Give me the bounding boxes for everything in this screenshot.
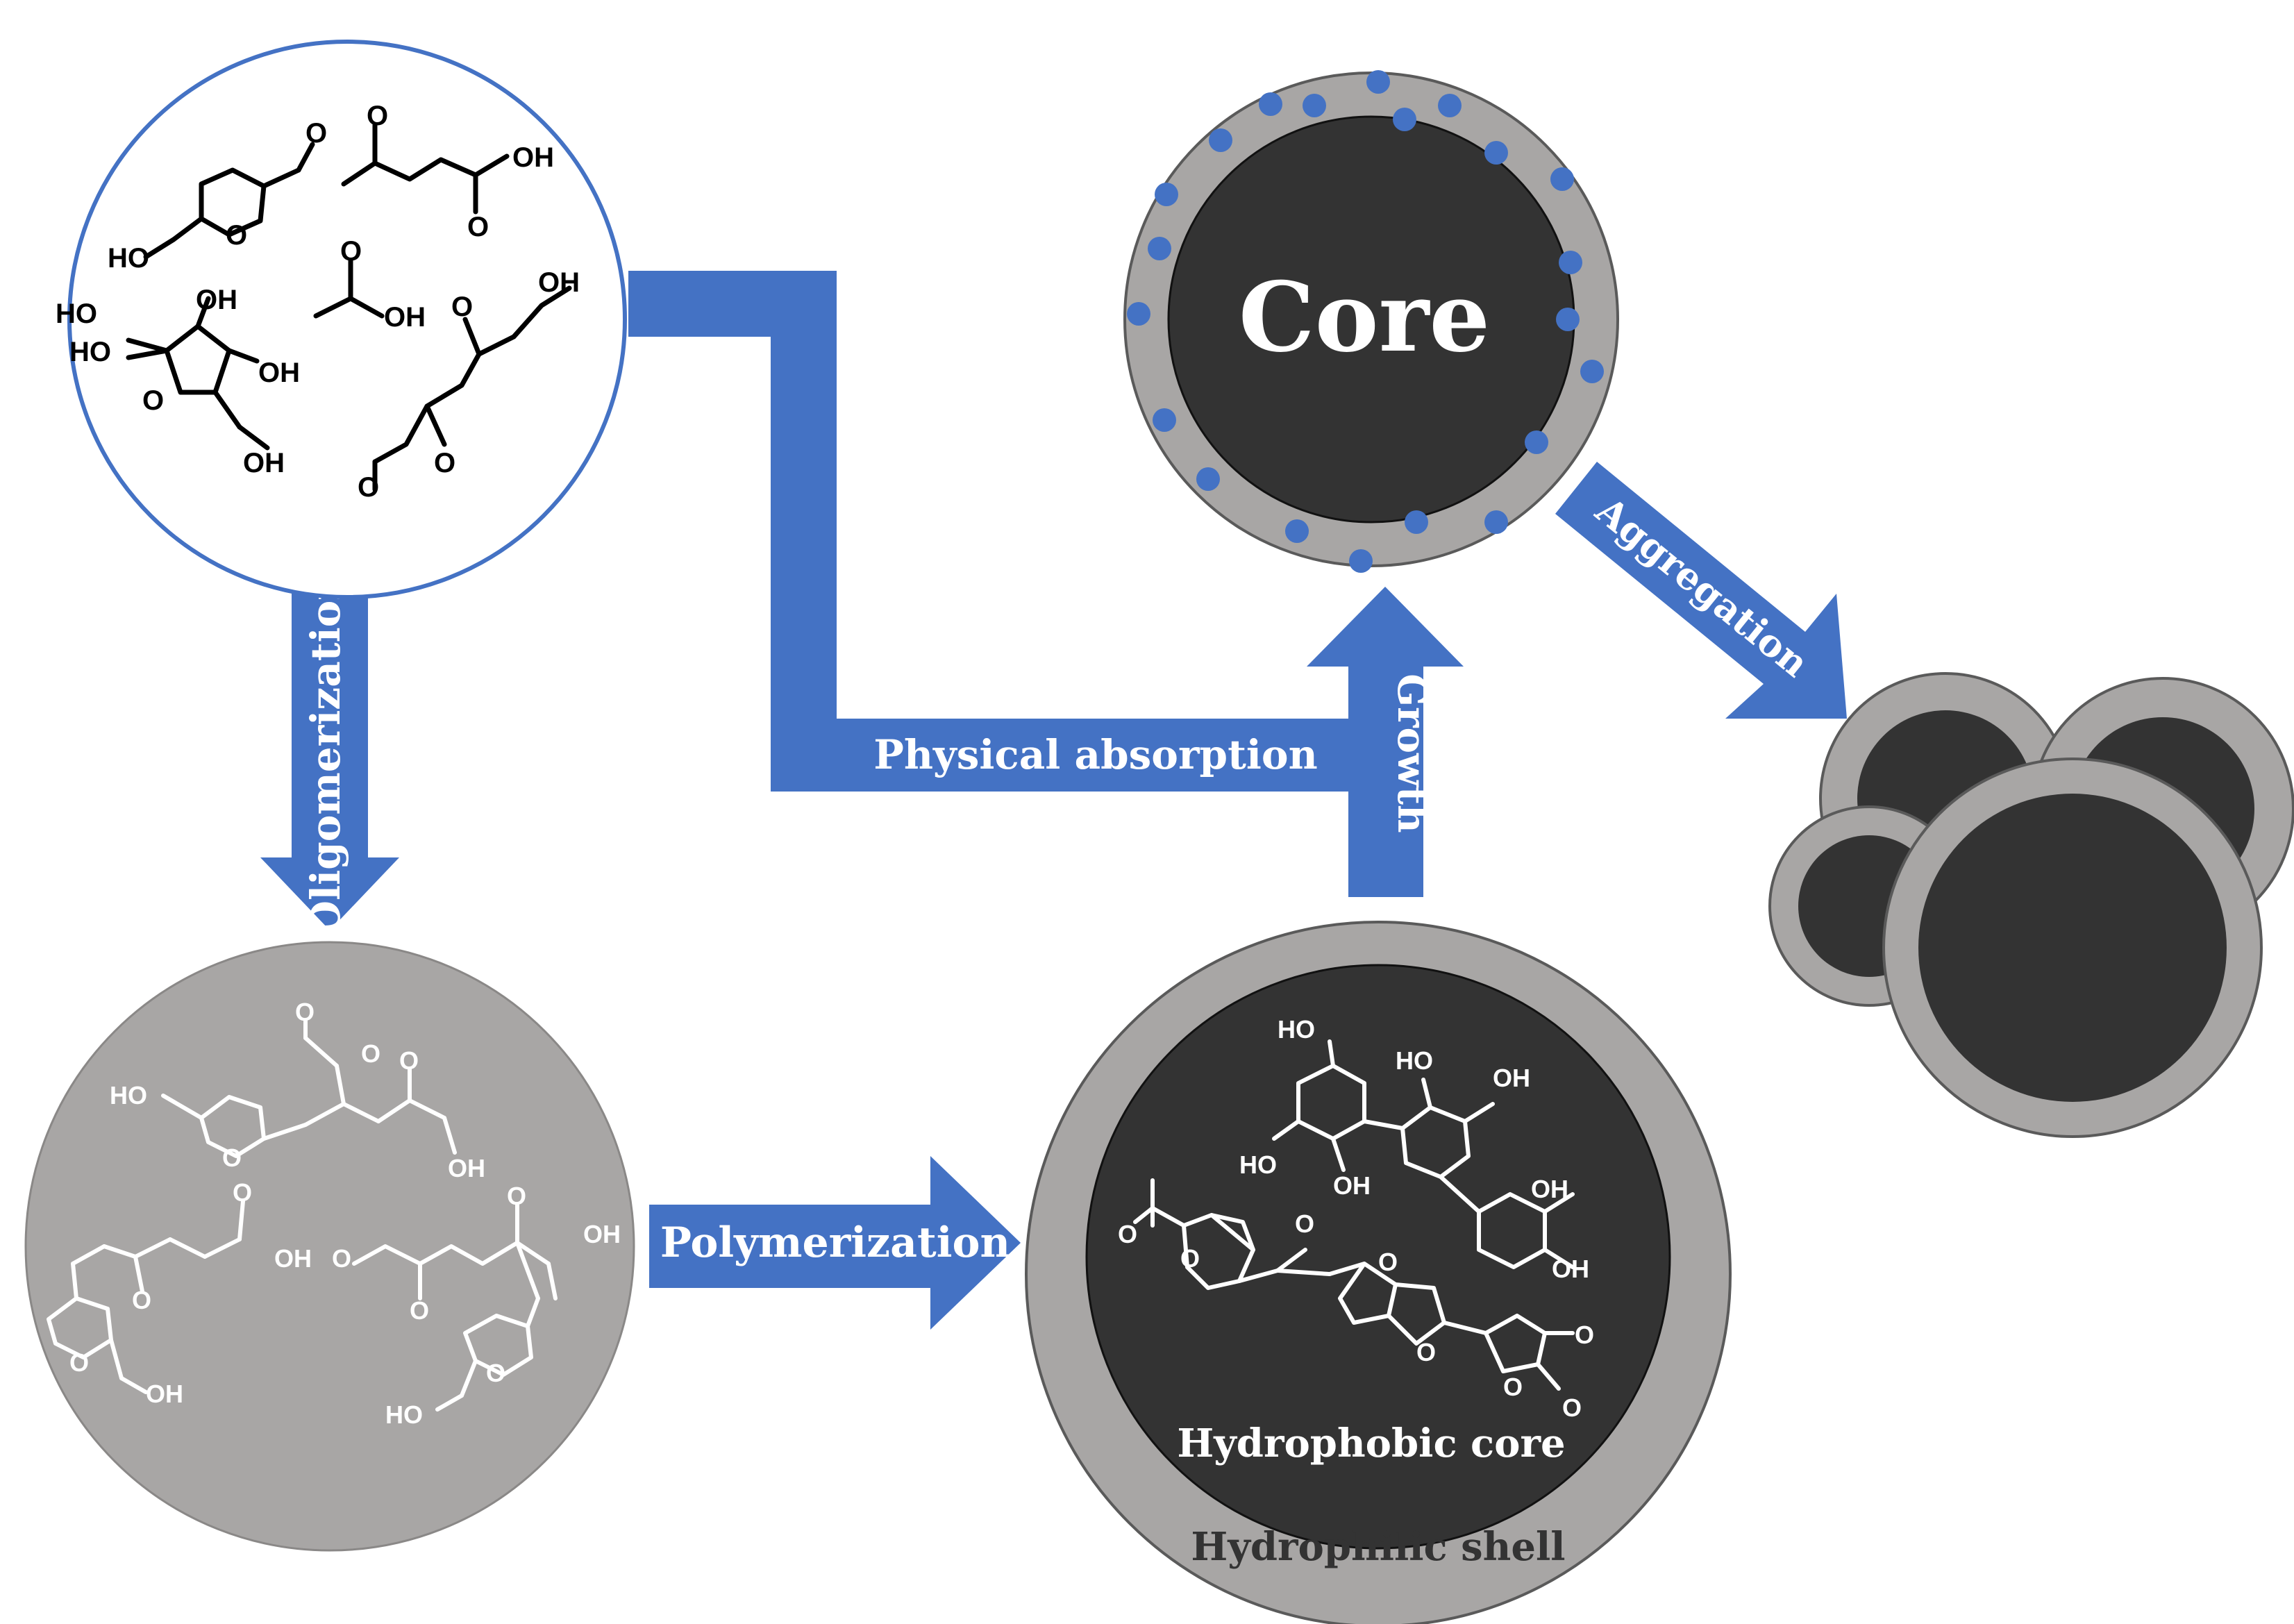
atom-oh: OH [538, 267, 580, 298]
atom-o: O [132, 1286, 151, 1314]
atom-o: O [434, 448, 455, 478]
atom-o: O [367, 101, 388, 131]
physical-absorption-arrow: Physical absorption [628, 271, 1423, 792]
atom-oh: OH [1333, 1171, 1371, 1200]
aggregation-arrow: Aggregation [1555, 462, 1847, 719]
atom-o: O [1118, 1220, 1137, 1248]
precursor-molecules-circle: HO O O O OH O O OH HO HO OH OH O OH O OH… [56, 40, 627, 599]
atom-o: O [467, 212, 489, 242]
atom-oh: OH [258, 358, 300, 388]
polymer-particle: HO HO OH HO OH OH OH O O O O O O O O Hyd… [1025, 921, 1732, 1624]
atom-o: O [142, 385, 164, 416]
core-particle: Core [1123, 70, 1619, 573]
atom-oh: OH [196, 285, 237, 315]
atom-o: O [305, 118, 327, 149]
growth-arrow: Growth [1307, 587, 1464, 897]
atom-o: O [226, 220, 247, 251]
atom-oh: OH [1493, 1064, 1530, 1092]
hydrophilic-shell-label: Hydrophilic shell [1191, 1524, 1565, 1570]
atom-oh: OH [512, 142, 554, 173]
atom-ho: HO [108, 243, 149, 274]
atom-ho: HO [110, 1081, 147, 1110]
atom-o: O [451, 292, 473, 322]
atom-ho: HO [385, 1400, 423, 1429]
polymer-atom-labels: HO HO OH HO OH OH OH O O O O O O O O [1118, 1015, 1594, 1422]
growth-label: Growth [1389, 673, 1434, 832]
atom-oh: OH [1531, 1175, 1568, 1203]
atom-o: O [233, 1178, 252, 1207]
atom-oh: OH [1552, 1255, 1589, 1283]
atom-oh: OH [448, 1154, 485, 1182]
atom-oh: OH [384, 302, 426, 333]
atom-o: O [358, 472, 379, 503]
oligomerization-arrow: Oligomerization [260, 569, 399, 935]
oligomerization-label: Oligomerization [302, 571, 349, 936]
polymer-bonds [1133, 1039, 1575, 1391]
absorbed-molecule-dots [1127, 70, 1604, 573]
atom-o: O [69, 1348, 89, 1377]
molecule-bonds [126, 122, 572, 492]
atom-oh: OH [274, 1244, 312, 1273]
oligomer-atom-labels: HO O O O O OH O OH O O OH O O O OH O HO [69, 998, 621, 1429]
physical-absorption-label: Physical absorption [873, 731, 1318, 778]
atom-o: O [1180, 1244, 1200, 1273]
oligomers-circle: HO O O O O OH O OH O O OH O O O OH O HO [24, 941, 635, 1552]
atom-o: O [399, 1046, 419, 1075]
atom-oh: OH [243, 448, 285, 478]
atom-o: O [1503, 1373, 1523, 1401]
molecule-atom-labels: HO O O O OH O O OH HO HO OH OH O OH O OH… [56, 101, 580, 503]
atom-oh: OH [146, 1380, 183, 1408]
atom-o: O [332, 1244, 351, 1273]
atom-o: O [222, 1144, 242, 1172]
atom-ho: HO [56, 299, 97, 329]
atom-o: O [361, 1039, 380, 1068]
atom-o: O [1562, 1393, 1582, 1422]
atom-oh: OH [583, 1220, 621, 1248]
hydrophobic-core-label: Hydrophobic core [1177, 1421, 1565, 1466]
aggregation-label: Aggregation [1587, 487, 1817, 686]
atom-ho: HO [69, 337, 111, 367]
atom-o: O [1575, 1321, 1594, 1349]
atom-o: O [507, 1182, 526, 1210]
atom-o: O [486, 1359, 505, 1387]
atom-o: O [1295, 1209, 1314, 1238]
atom-o: O [295, 998, 315, 1026]
core-label: Core [1239, 260, 1490, 374]
polymerization-arrow: Polymerization [649, 1156, 1021, 1330]
atom-o: O [1416, 1338, 1436, 1366]
aggregated-particles [1768, 672, 2294, 1138]
atom-o: O [1378, 1248, 1398, 1276]
oligomer-bonds [47, 1019, 558, 1412]
atom-ho: HO [1278, 1015, 1315, 1044]
atom-ho: HO [1239, 1150, 1277, 1179]
atom-o: O [410, 1296, 429, 1325]
atom-ho: HO [1396, 1046, 1433, 1075]
polymerization-label: Polymerization [660, 1219, 1010, 1267]
atom-o: O [340, 236, 362, 267]
